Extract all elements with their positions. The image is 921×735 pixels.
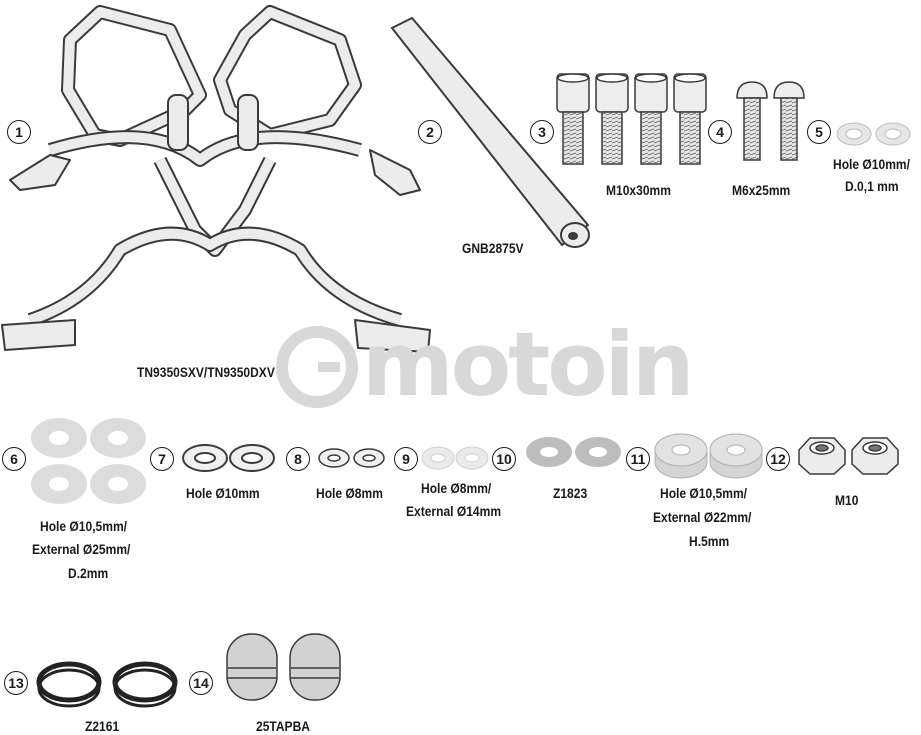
washers-part-11 <box>654 433 763 479</box>
part-label-5b: D.0,1 mm <box>845 178 899 194</box>
part-number-13: 13 <box>4 671 28 695</box>
part-number-12: 12 <box>766 447 790 471</box>
part-label-6c: D.2mm <box>68 565 109 581</box>
part-label-9b: External Ø14mm <box>406 503 502 519</box>
caps-part-14 <box>226 633 341 701</box>
part-number-9: 9 <box>394 447 418 471</box>
part-label-4: M6x25mm <box>732 182 791 198</box>
part-number-5: 5 <box>807 120 831 144</box>
nuts-part-12 <box>798 437 899 475</box>
part-label-2: GNB2875V <box>462 240 524 256</box>
part-number-4: 4 <box>708 120 732 144</box>
part-label-8: Hole Ø8mm <box>316 485 383 501</box>
part-label-5a: Hole Ø10mm/ <box>833 156 910 172</box>
part-label-11a: Hole Ø10,5mm/ <box>660 485 747 501</box>
part-label-10: Z1823 <box>553 485 588 501</box>
part-number-14: 14 <box>189 671 213 695</box>
part-number-6: 6 <box>2 447 26 471</box>
part-label-11c: H.5mm <box>689 533 730 549</box>
bolts-part-3 <box>556 73 707 165</box>
part-number-8: 8 <box>286 447 310 471</box>
part-label-9a: Hole Ø8mm/ <box>421 480 492 496</box>
part-number-10: 10 <box>492 447 516 471</box>
watermark-text: motoin <box>362 313 694 416</box>
part-number-1: 1 <box>7 120 31 144</box>
rod-part-2 <box>390 16 590 248</box>
washers-part-7 <box>182 444 275 472</box>
part-number-2: 2 <box>418 120 442 144</box>
part-label-7: Hole Ø10mm <box>186 485 260 501</box>
part-number-11: 11 <box>626 447 650 471</box>
part-number-7: 7 <box>150 447 174 471</box>
part-label-6b: External Ø25mm/ <box>32 541 131 557</box>
part-label-1: TN9350SXV/TN9350DXV <box>137 364 275 380</box>
frame-part-1 <box>1 5 431 353</box>
washers-part-8 <box>318 448 385 468</box>
part-label-13: Z2161 <box>85 718 120 734</box>
watermark-logo-icon <box>276 326 358 408</box>
bolts-part-4 <box>736 81 805 161</box>
part-label-3: M10x30mm <box>606 182 671 198</box>
part-number-3: 3 <box>530 120 554 144</box>
washers-part-9 <box>421 446 489 470</box>
part-label-14: 25TAPBA <box>256 718 310 734</box>
part-label-12: M10 <box>835 492 859 508</box>
washers-part-5 <box>836 122 911 146</box>
rings-part-13 <box>36 661 178 708</box>
part-label-11b: External Ø22mm/ <box>653 509 752 525</box>
washers-part-10 <box>526 437 621 467</box>
part-label-6a: Hole Ø10,5mm/ <box>40 518 127 534</box>
washers-part-6 <box>31 418 146 504</box>
